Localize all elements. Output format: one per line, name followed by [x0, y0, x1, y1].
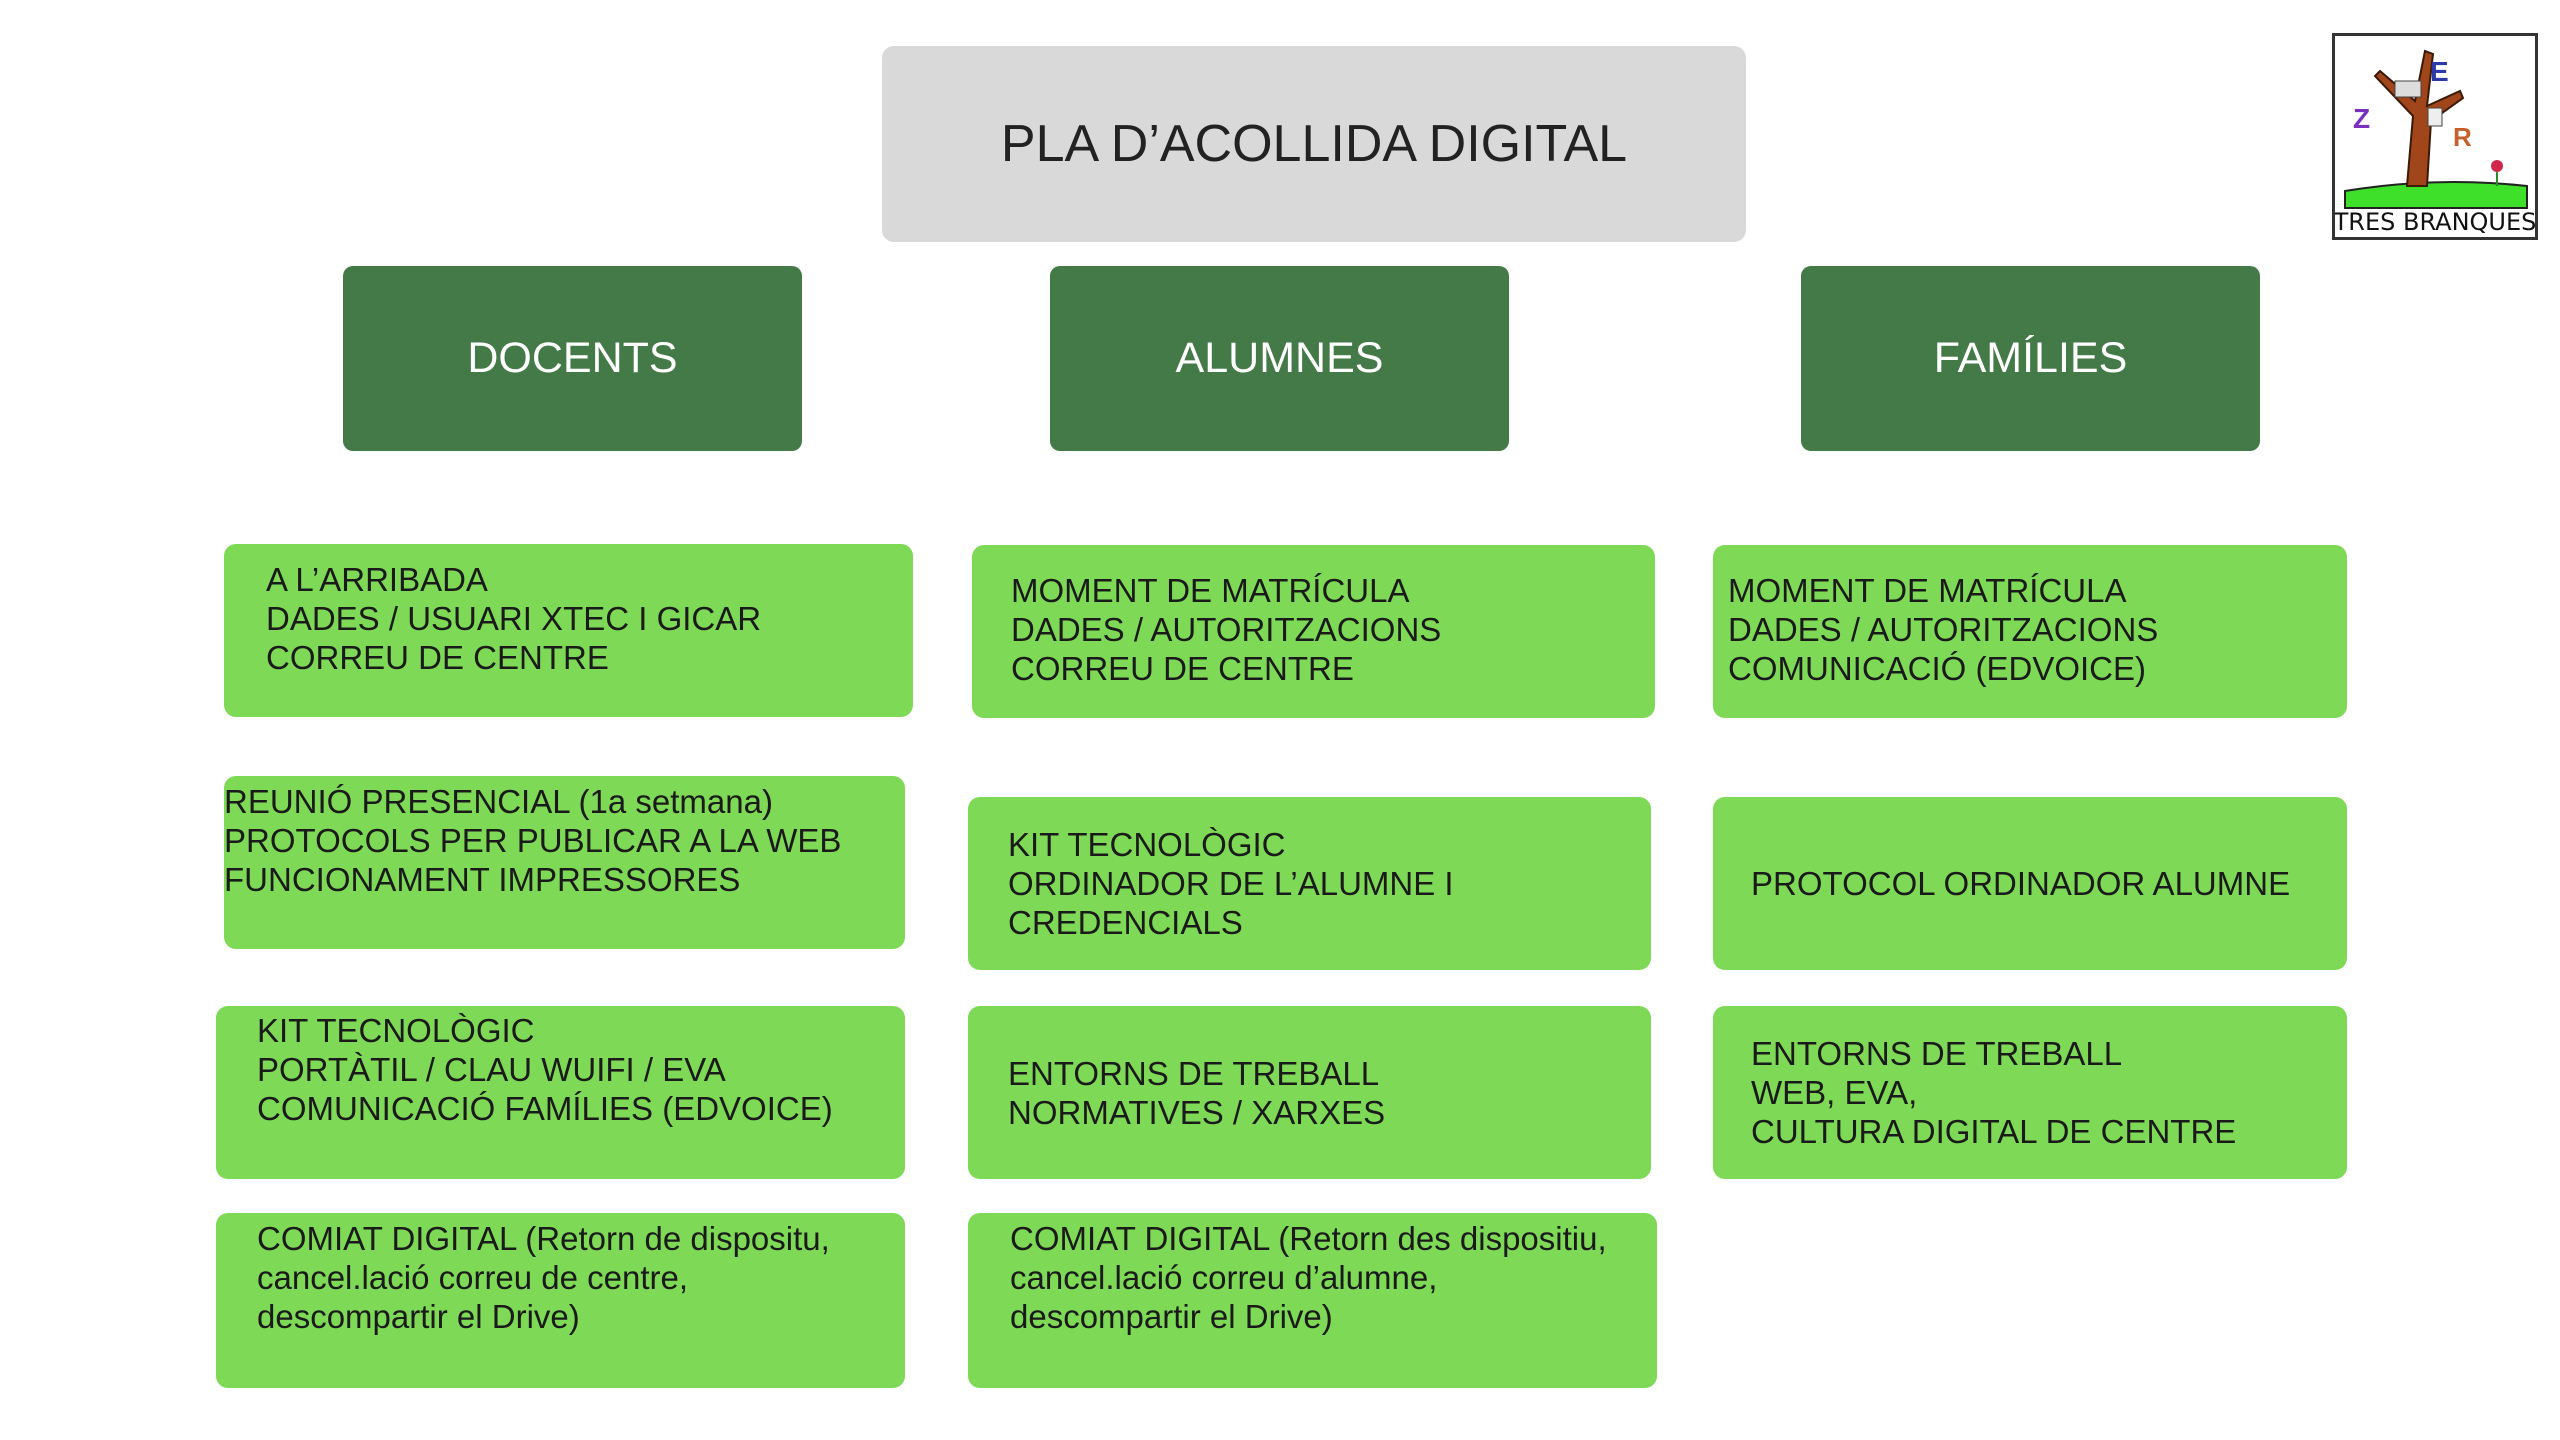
- box-line: NORMATIVES / XARXES: [1008, 1093, 1386, 1131]
- box-line: ENTORNS DE TREBALL: [1751, 1035, 2123, 1072]
- svg-text:E: E: [2430, 56, 2449, 87]
- box-line: COMIAT DIGITAL (Retorn de dispositu,: [257, 1220, 830, 1257]
- box-line: MOMENT DE MATRÍCULA: [1011, 572, 1410, 609]
- header-families: FAMÍLIES: [1801, 266, 2260, 451]
- box-line: CORREU DE CENTRE: [266, 639, 609, 676]
- alumnes-comiat-box: COMIAT DIGITAL (Retorn des dispositiu, c…: [968, 1213, 1657, 1388]
- box-line: DADES / AUTORITZACIONS: [1728, 611, 2159, 648]
- box-line: KIT TECNOLÒGIC: [257, 1012, 535, 1049]
- box-line: descompartir el Drive): [257, 1298, 580, 1335]
- box-line: COMUNICACIÓ (EDVOICE): [1728, 650, 2147, 687]
- box-line: A L’ARRIBADA: [266, 561, 488, 598]
- box-line: PORTÀTIL / CLAU WUIFI / EVA: [257, 1051, 726, 1088]
- docents-arribada-box: A L’ARRIBADA DADES / USUARI XTEC I GICAR…: [224, 544, 913, 717]
- box-line: CORREU DE CENTRE: [1011, 650, 1354, 687]
- box-line: MOMENT DE MATRÍCULA: [1728, 572, 2127, 609]
- box-line: cancel.lació correu d’alumne,: [1010, 1259, 1438, 1296]
- box-line: REUNIÓ PRESENCIAL (1a setmana): [224, 783, 773, 820]
- docents-reunio-box: REUNIÓ PRESENCIAL (1a setmana) PROTOCOLS…: [224, 776, 905, 949]
- box-line: WEB, EVA,: [1751, 1074, 1918, 1111]
- header-docents: DOCENTS: [343, 266, 802, 451]
- box-line: COMIAT DIGITAL (Retorn des dispositiu,: [1010, 1220, 1607, 1257]
- page-title: PLA D’ACOLLIDA DIGITAL: [882, 46, 1746, 242]
- box-line: CREDENCIALS: [1008, 904, 1243, 941]
- alumnes-kit-box: KIT TECNOLÒGIC ORDINADOR DE L’ALUMNE I C…: [968, 797, 1651, 970]
- header-alumnes: ALUMNES: [1050, 266, 1509, 451]
- alumnes-matricula-box: MOMENT DE MATRÍCULA DADES / AUTORITZACIO…: [972, 545, 1655, 718]
- svg-text:R: R: [2453, 122, 2472, 152]
- svg-text:Z: Z: [2353, 103, 2370, 134]
- box-line: KIT TECNOLÒGIC: [1008, 826, 1286, 863]
- box-line: PROTOCOL ORDINADOR ALUMNE: [1751, 865, 2291, 902]
- tree-logo-icon: Z E R TRES BRANQUES: [2333, 49, 2536, 236]
- svg-text:TRES BRANQUES: TRES BRANQUES: [2335, 208, 2535, 236]
- box-line: DADES / AUTORITZACIONS: [1011, 611, 1442, 648]
- families-protocol-box: PROTOCOL ORDINADOR ALUMNE: [1713, 797, 2347, 970]
- box-line: FUNCIONAMENT IMPRESSORES: [224, 861, 741, 898]
- docents-kit-box: KIT TECNOLÒGIC PORTÀTIL / CLAU WUIFI / E…: [216, 1006, 905, 1179]
- families-matricula-box: MOMENT DE MATRÍCULA DADES / AUTORITZACIO…: [1713, 545, 2347, 718]
- box-line: PROTOCOLS PER PUBLICAR A LA WEB: [224, 822, 842, 859]
- box-line: ORDINADOR DE L’ALUMNE I: [1008, 865, 1454, 902]
- alumnes-entorns-box: ENTORNS DE TREBALL NORMATIVES / XARXES: [968, 1006, 1651, 1179]
- box-line: COMUNICACIÓ FAMÍLIES (EDVOICE): [257, 1090, 833, 1127]
- docents-comiat-box: COMIAT DIGITAL (Retorn de dispositu, can…: [216, 1213, 905, 1388]
- box-line: ENTORNS DE TREBALL: [1008, 1054, 1380, 1092]
- box-line: descompartir el Drive): [1010, 1298, 1333, 1335]
- families-entorns-box: ENTORNS DE TREBALL WEB, EVA, CULTURA DIG…: [1713, 1006, 2347, 1179]
- box-line: cancel.lació correu de centre,: [257, 1259, 689, 1296]
- box-line: DADES / USUARI XTEC I GICAR: [266, 600, 762, 637]
- box-line: CULTURA DIGITAL DE CENTRE: [1751, 1113, 2237, 1150]
- school-logo: Z E R TRES BRANQUES: [2332, 33, 2538, 240]
